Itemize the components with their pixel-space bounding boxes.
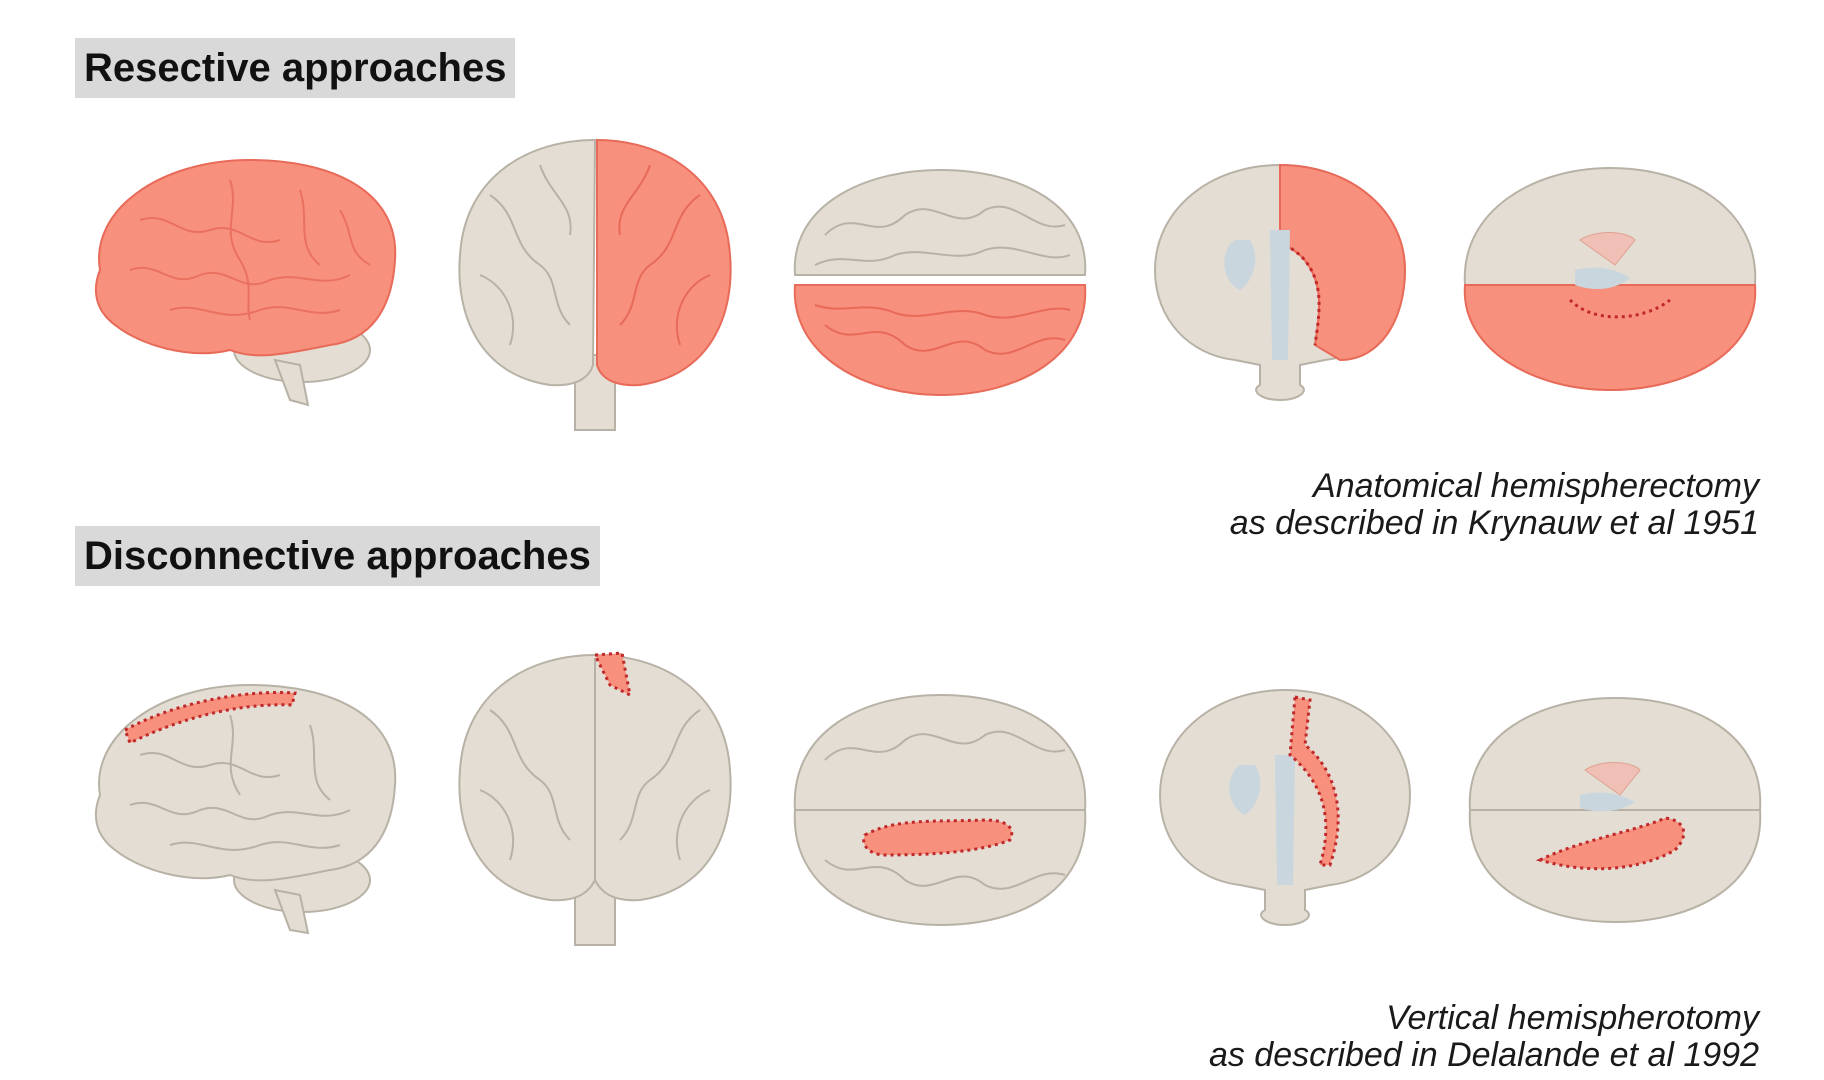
brainstem [273,358,310,407]
axial-section-brain-disconnected [1460,690,1770,930]
ventricles [1224,230,1290,360]
upper-axial [1463,166,1757,286]
coronal-section-brain-resected [1150,160,1410,402]
caption-line-1: Anatomical hemispherectomy [1313,467,1759,505]
superior-view-brain-resected [785,165,1095,405]
axial-section-brain-resected [1455,160,1765,400]
superior-view-brain-disconnected [785,690,1095,930]
disconnective-approaches-heading: Disconnective approaches [75,526,600,586]
ventricle-upper [1584,762,1641,796]
dotted-curved-incision [1288,695,1340,867]
brainstem [273,888,310,935]
vertical-hemispherotomy-caption: Vertical hemispherotomy as described in … [1209,1000,1759,1074]
caption-line-2: as described in Krynauw et al 1951 [1229,504,1759,542]
ventricle-upper [1579,232,1636,266]
ventricles [1229,755,1295,885]
hemisphere-highlight [94,158,397,357]
caption-line-1: Vertical hemispherotomy [1386,999,1759,1037]
lower-hemisphere-highlight [793,284,1087,397]
lateral-view-brain-resected [80,150,410,410]
lateral-view-brain-disconnected [80,675,410,935]
coronal-section-brain-disconnected [1155,685,1415,927]
resection-boundary [1279,238,1321,346]
hemisphere [94,683,397,882]
dotted-crescent [1535,816,1686,871]
frontal-view-brain-disconnected [450,650,740,950]
lower-axial-highlight [1463,284,1757,392]
anatomical-hemispherectomy-caption: Anatomical hemispherectomy as described … [1230,468,1759,542]
dotted-incision-strip [123,691,297,746]
ventricle-midline [1580,792,1635,812]
right-hemisphere-highlight [596,138,732,387]
dotted-wedge [592,651,633,698]
left-hemisphere [458,138,597,387]
frontal-view-brain-resected [450,135,740,435]
dotted-patch [862,818,1014,857]
resective-approaches-heading: Resective approaches [75,38,516,98]
ventricle-midline [1575,267,1630,290]
caption-line-2: as described in Delalande et al 1992 [1208,1036,1759,1074]
